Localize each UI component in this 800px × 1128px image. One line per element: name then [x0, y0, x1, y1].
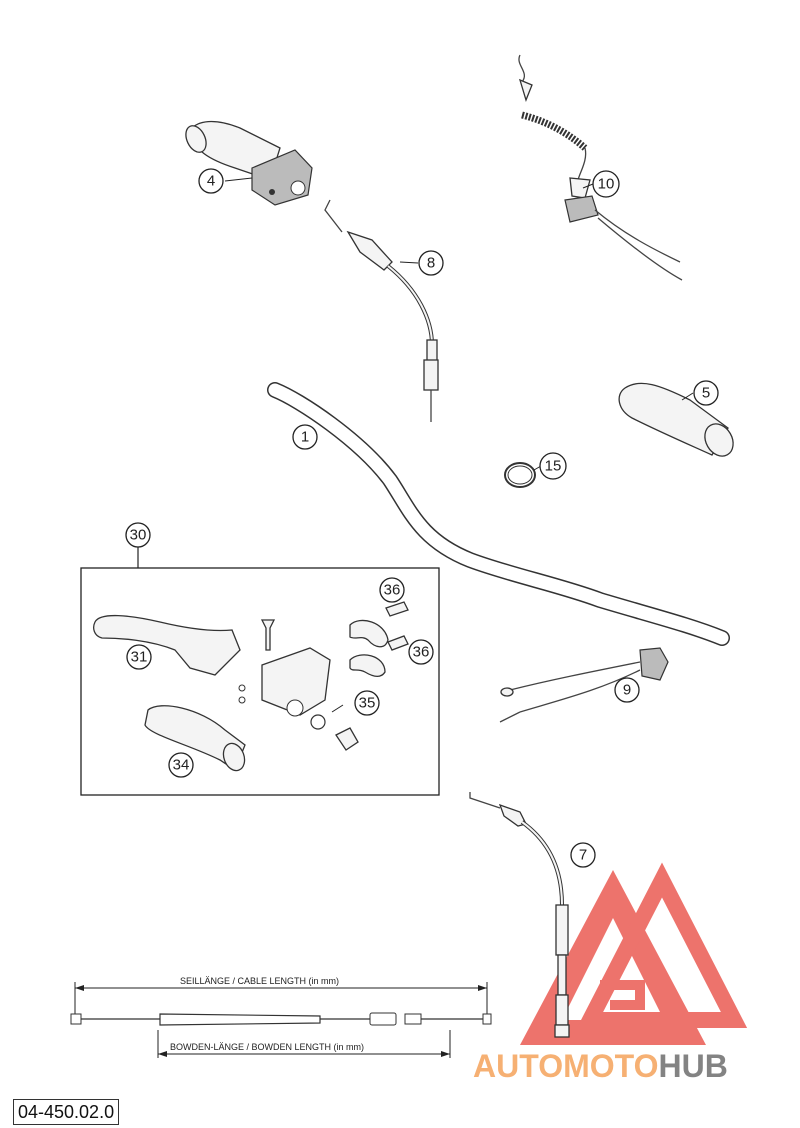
callout-31: 31 — [126, 644, 152, 670]
callout-30: 30 — [125, 522, 151, 548]
svg-text:7: 7 — [579, 847, 587, 864]
throttle-cable — [324, 199, 439, 422]
callout-15: 15 — [539, 452, 567, 480]
callout-1: 1 — [292, 424, 318, 450]
watermark-logo — [520, 862, 748, 1045]
callout-7: 7 — [570, 842, 596, 868]
callout-34: 34 — [168, 752, 194, 778]
svg-text:36: 36 — [413, 644, 430, 661]
clutch-cable — [469, 792, 570, 1038]
clutch-lever-assembly-box — [80, 545, 440, 796]
cable-clamp — [504, 462, 536, 488]
callout-36-bottom: 36 — [408, 639, 434, 665]
svg-text:35: 35 — [359, 695, 376, 712]
callout-10: 10 — [592, 170, 620, 198]
watermark-text-part2: HUB — [658, 1048, 727, 1084]
callout-36-top: 36 — [379, 577, 405, 603]
bowden-length-label: BOWDEN-LÄNGE / BOWDEN LENGTH (in mm) — [170, 1042, 364, 1052]
svg-text:10: 10 — [598, 176, 615, 193]
kill-switch — [518, 54, 683, 281]
svg-text:30: 30 — [130, 527, 147, 544]
svg-text:9: 9 — [623, 682, 631, 699]
svg-text:5: 5 — [702, 385, 710, 402]
handlebar — [267, 382, 730, 646]
callout-4: 4 — [198, 168, 224, 194]
watermark-text-part1: AUTOMOTO — [473, 1048, 658, 1084]
cable-length-label: SEILLÄNGE / CABLE LENGTH (in mm) — [180, 976, 339, 986]
svg-text:36: 36 — [384, 582, 401, 599]
leader-lines — [224, 177, 694, 713]
svg-text:31: 31 — [131, 649, 148, 666]
watermark-text: AUTOMOTOHUB — [473, 1048, 728, 1084]
callout-9: 9 — [614, 677, 640, 703]
svg-text:4: 4 — [207, 173, 215, 190]
throttle-grip — [185, 120, 313, 206]
svg-text:1: 1 — [301, 429, 309, 446]
switch-with-wires — [499, 647, 669, 723]
cable-length-dimension: SEILLÄNGE / CABLE LENGTH (in mm) BOWDEN-… — [70, 976, 492, 1058]
callout-5: 5 — [693, 380, 719, 406]
svg-text:8: 8 — [427, 255, 435, 272]
drawing-code: 04-450.02.0 — [13, 1099, 120, 1125]
grip-left — [618, 382, 734, 457]
callout-35: 35 — [354, 690, 380, 716]
svg-text:34: 34 — [173, 757, 190, 774]
callout-8: 8 — [418, 250, 444, 276]
svg-text:15: 15 — [545, 458, 562, 475]
